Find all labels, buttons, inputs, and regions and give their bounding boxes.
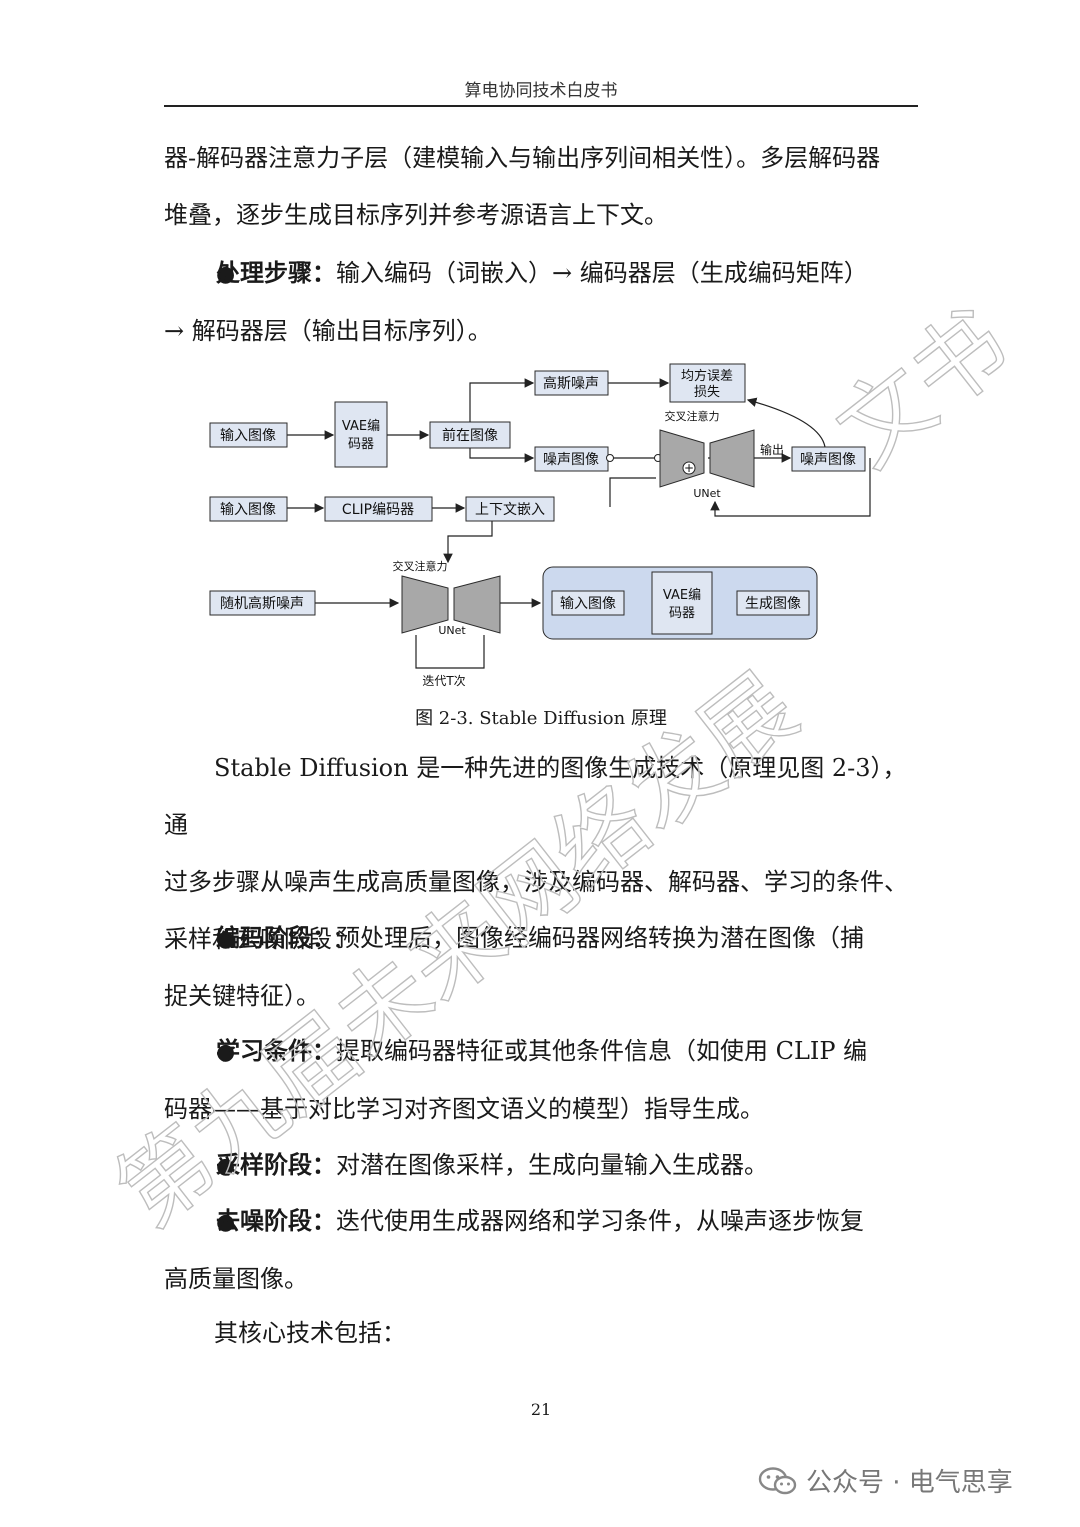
unet-2-encoder-shape <box>401 575 449 634</box>
bullet-text: 对潜在图像采样，生成向量输入生成器。 <box>336 1151 768 1179</box>
footer-brand: 公众号 · 电气思享 <box>758 1462 1013 1499</box>
plus-icon <box>682 461 696 475</box>
footer-brand-text: 公众号 · 电气思享 <box>806 1468 1013 1498</box>
bullet-icon: ● <box>216 927 236 952</box>
label-unet-2: UNet <box>438 624 466 637</box>
label-output: 输出 <box>760 442 784 457</box>
box-mse-loss <box>669 363 746 403</box>
figure-caption: 图 2-3. Stable Diffusion 原理 <box>415 708 667 729</box>
label-generated-image: 生成图像 <box>745 596 801 612</box>
paragraph-1-line-1: 器-解码器注意力子层（建模输入与输出序列间相关性）。多层解码器 <box>164 144 881 172</box>
label-random-noise: 随机高斯噪声 <box>220 595 304 612</box>
label-gaussian-noise: 高斯噪声 <box>543 375 599 392</box>
bullet-icon: ● <box>216 262 236 287</box>
paragraph-2: Stable Diffusion 是一种先进的图像生成技术（原理见图 2-3），… <box>164 740 918 968</box>
label-input-image-3: 输入图像 <box>560 596 616 612</box>
label-input-image-2: 输入图像 <box>220 502 276 518</box>
box-gaussian-noise <box>534 370 609 396</box>
box-noise-image-1 <box>534 446 609 472</box>
bullet-icon: ● <box>216 1040 236 1065</box>
paragraph-1: 器-解码器注意力子层（建模输入与输出序列间相关性）。多层解码器 堆叠，逐步生成目… <box>164 130 918 244</box>
stable-diffusion-diagram: 输入图像 VAE编 码器 前在图像 高斯噪声 均方误差 损失 交叉注意力 噪声图… <box>180 350 900 700</box>
label-noise-image-2: 噪声图像 <box>800 452 856 468</box>
box-noise-image-2 <box>791 446 866 472</box>
wechat-icon <box>758 1466 797 1494</box>
bullet-text: 迭代使用生成器网络和学习条件，从噪声逐步恢复 <box>336 1207 864 1235</box>
bullet-text: 预处理后，图像经编码器网络转换为潜在图像（捕 <box>336 924 864 952</box>
bullet-label: 采样阶段： <box>216 1150 336 1179</box>
page-number: 21 <box>530 1400 552 1419</box>
bullet-label: 处理步骤： <box>216 258 336 287</box>
label-input-image-1: 输入图像 <box>220 428 276 444</box>
label-vae-decoder-l1: VAE编 <box>663 588 701 603</box>
connector-dot-1 <box>606 454 614 462</box>
bullet-label: 去噪阶段： <box>216 1206 336 1235</box>
label-cross-attention-2: 交叉注意力 <box>393 559 448 573</box>
paragraph-3-line-1: 其核心技术包括： <box>214 1319 406 1347</box>
bullet-denoising-stage: ●去噪阶段：迭代使用生成器网络和学习条件，从噪声逐步恢复 高质量图像。 <box>164 1192 918 1308</box>
header-rule <box>164 105 918 107</box>
bullet-sampling-stage: ●采样阶段：对潜在图像采样，生成向量输入生成器。 <box>164 1136 918 1195</box>
bullet-text-cont: 高质量图像。 <box>164 1265 308 1293</box>
box-random-noise <box>209 590 316 616</box>
box-clip-encoder <box>324 496 433 522</box>
bullet-text-cont: → 解码器层（输出目标序列）。 <box>164 317 492 345</box>
paragraph-2-line-2: 过多步骤从噪声生成高质量图像，涉及编码器、解码器、学习的条件、 <box>164 868 908 896</box>
label-iterate-t: 迭代T次 <box>422 674 465 688</box>
bullet-text: 提取编码器特征或其他条件信息（如使用 CLIP 编 <box>336 1037 868 1065</box>
label-vae-decoder-l2: 码器 <box>669 606 695 621</box>
unet-1-decoder-shape <box>709 429 755 488</box>
box-input-image-2 <box>209 496 288 522</box>
paragraph-2-line-3: 采样和去噪阶段： <box>164 925 356 953</box>
running-header: 算电协同技术白皮书 <box>464 81 618 101</box>
bullet-icon: ● <box>216 1210 236 1235</box>
label-mse-loss-l2: 损失 <box>694 385 720 400</box>
label-vae-encoder-l2: 码器 <box>348 437 374 452</box>
label-mse-loss-l1: 均方误差 <box>681 368 733 384</box>
bullet-encoding-stage: ●编码阶段：预处理后，图像经编码器网络转换为潜在图像（捕 捉关键特征）。 <box>164 909 918 1025</box>
bullet-label: 学习条件： <box>216 1036 336 1065</box>
paragraph-1-line-2: 堆叠，逐步生成目标序列并参考源语言上下文。 <box>164 201 668 229</box>
box-vae-decoder <box>651 571 713 635</box>
box-input-image-3 <box>551 590 625 616</box>
paragraph-3: 其核心技术包括： <box>164 1305 918 1362</box>
bullet-text-cont: 捉关键特征）。 <box>164 982 320 1010</box>
box-generated-image <box>736 590 810 616</box>
label-clip-encoder: CLIP编码器 <box>342 502 414 518</box>
label-cross-attention-1: 交叉注意力 <box>665 409 720 423</box>
bullet-text-cont: 码器——基于对比学习对齐图文语义的模型）指导生成。 <box>164 1095 764 1123</box>
label-noise-image-1: 噪声图像 <box>543 452 599 468</box>
box-context-embedding <box>465 496 555 522</box>
bullet-processing-steps: ●处理步骤：输入编码（词嵌入）→ 编码器层（生成编码矩阵） → 解码器层（输出目… <box>164 244 918 360</box>
bullet-label: 编码阶段： <box>216 923 336 952</box>
bullet-text: 输入编码（词嵌入）→ 编码器层（生成编码矩阵） <box>336 259 868 287</box>
label-vae-encoder-l1: VAE编 <box>342 419 380 434</box>
box-latent-image <box>429 421 511 449</box>
bullet-learning-condition: ●学习条件：提取编码器特征或其他条件信息（如使用 CLIP 编 码器——基于对比… <box>164 1022 918 1138</box>
label-latent-image: 前在图像 <box>442 427 498 444</box>
label-plus: + <box>684 461 694 475</box>
bullet-icon: ● <box>216 1154 236 1179</box>
box-input-image-1 <box>209 422 288 448</box>
label-unet-1: UNet <box>693 487 721 500</box>
paragraph-2-line-1: Stable Diffusion 是一种先进的图像生成技术（原理见图 2-3），… <box>164 754 907 839</box>
box-vae-encoder <box>334 401 388 468</box>
unet-2-decoder-shape <box>453 575 501 634</box>
unet-1-encoder-shape <box>659 429 705 488</box>
label-context-embedding: 上下文嵌入 <box>475 502 545 518</box>
